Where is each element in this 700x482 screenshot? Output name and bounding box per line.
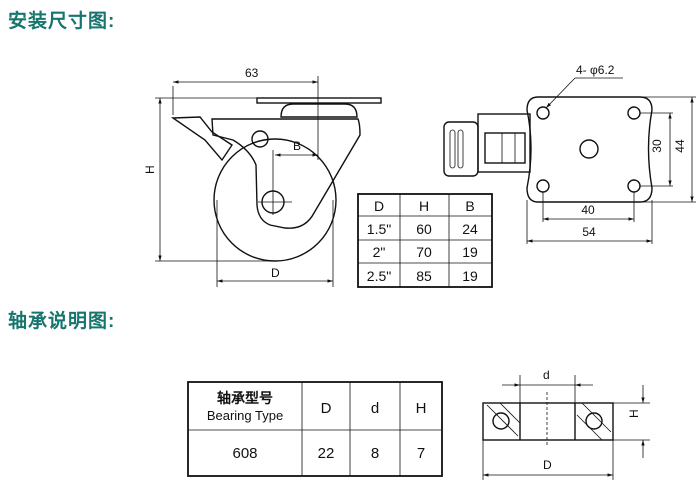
mounting-hole-label: 4- φ6.2 (576, 63, 615, 77)
size-table: D H B 1.5" 60 24 2" 70 19 2.5" 85 19 (357, 193, 493, 288)
table-header: H (419, 198, 429, 214)
table-header: D (321, 400, 332, 417)
table-cell: 85 (416, 268, 432, 284)
height-label: H (143, 165, 157, 174)
plate-height: 44 (673, 139, 687, 153)
bearing-type-header-en: Bearing Type (207, 408, 283, 423)
table-cell: 7 (417, 445, 425, 462)
bearing-type-header-cn: 轴承型号 (217, 390, 273, 406)
diameter-label: D (271, 266, 280, 280)
caster-side-view: 63 H B D (143, 66, 382, 287)
hole-spacing-vertical: 30 (650, 139, 664, 153)
table-cell: 22 (318, 445, 335, 462)
inner-diameter-label: d (543, 368, 550, 382)
table-header: D (374, 198, 384, 214)
bearing-cross-section: d H D (482, 368, 650, 480)
table-cell: 1.5" (367, 221, 391, 237)
table-cell: 608 (232, 445, 257, 462)
table-cell: 70 (416, 244, 432, 260)
bearing-height-label: H (627, 409, 641, 418)
width-dimension: 63 (245, 66, 259, 80)
install-dimensions-heading: 安装尺寸图: (8, 11, 116, 32)
table-cell: 19 (462, 268, 478, 284)
table-header: B (465, 198, 474, 214)
table-cell: 24 (462, 221, 478, 237)
table-cell: 19 (462, 244, 478, 260)
table-cell: 2.5" (367, 268, 391, 284)
caster-top-view: 4- φ6.2 30 44 40 54 (443, 63, 696, 244)
plate-width: 54 (582, 225, 596, 239)
bearing-table: 轴承型号 Bearing Type D d H 608 22 8 7 (187, 381, 443, 477)
bearing-heading: 轴承说明图: (8, 311, 116, 332)
table-cell: 8 (371, 445, 379, 462)
outer-diameter-label: D (543, 458, 552, 472)
offset-label: B (293, 139, 301, 153)
hole-spacing-horizontal: 40 (581, 203, 595, 217)
table-header: H (416, 400, 427, 417)
table-cell: 2" (373, 244, 386, 260)
table-cell: 60 (416, 221, 432, 237)
table-header: d (371, 400, 379, 417)
